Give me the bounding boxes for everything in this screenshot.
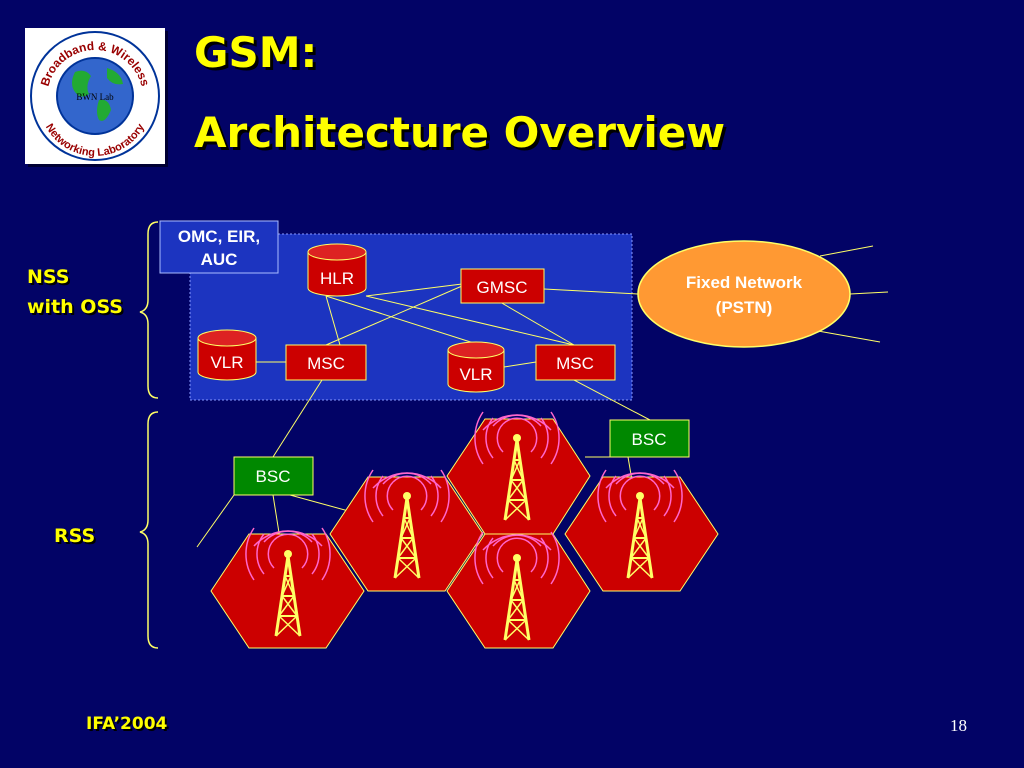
slide-title-line2: Architecture Overview (194, 108, 726, 157)
vlr-left-label: VLR (210, 353, 243, 372)
omc-eir-auc-node (159, 220, 279, 274)
bwn-lab-logo: Broadband & Wireless Networking Laborato… (25, 28, 165, 164)
fixed-network-label-line1: Fixed Network (686, 273, 803, 292)
msc-right-label: MSC (556, 354, 594, 373)
hlr-database-icon (307, 243, 367, 297)
bsc-right-label: BSC (632, 430, 667, 449)
msc-right-node (535, 344, 616, 381)
network-links (196, 245, 889, 584)
nss-label: NSS with OSS (27, 262, 123, 322)
nss-brace (139, 221, 159, 399)
omc-label-line1: OMC, EIR, (178, 227, 260, 246)
gmsc-node (460, 268, 545, 304)
omc-label-line2: AUC (201, 250, 238, 269)
footer-text: IFA’2004 (86, 714, 168, 734)
slide-title-line1: GSM: (194, 28, 318, 77)
gmsc-label: GMSC (477, 278, 528, 297)
vlr-right-label: VLR (459, 365, 492, 384)
nss-label-line1: NSS (27, 266, 70, 288)
logo-graphic: Broadband & Wireless Networking Laborato… (30, 31, 160, 161)
cell-bottom-left (210, 533, 365, 649)
bsc-right-node (609, 419, 690, 458)
fixed-network-label-line2: (PSTN) (716, 298, 773, 317)
vlr-right-database-icon (447, 341, 505, 393)
hlr-label: HLR (320, 269, 354, 288)
msc-left-label: MSC (307, 354, 345, 373)
cell-middle-left (329, 476, 484, 592)
radio-cells (210, 418, 719, 649)
cell-middle-right (564, 476, 719, 592)
vlr-left-database-icon (197, 329, 257, 381)
logo-center-text: BWN Lab (76, 92, 114, 102)
fixed-network-node (637, 240, 851, 348)
bsc-left-node (233, 456, 314, 496)
page-number: 18 (950, 716, 967, 735)
rss-brace (139, 411, 159, 649)
bsc-left-label: BSC (256, 467, 291, 486)
nss-label-line2: with OSS (27, 296, 123, 318)
msc-left-node (285, 344, 367, 381)
rss-label: RSS (54, 525, 96, 547)
